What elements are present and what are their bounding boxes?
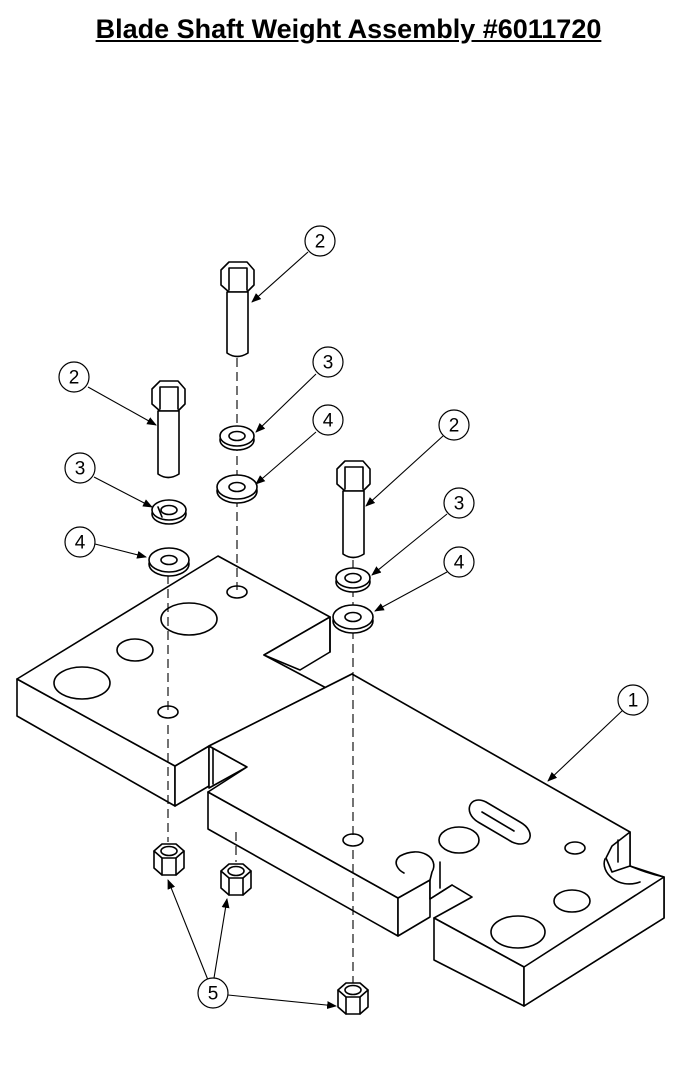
callout-flat-washer-right: 4 bbox=[443, 546, 475, 578]
nut-left bbox=[153, 843, 185, 876]
leader-lines bbox=[87, 251, 624, 1010]
callout-label: 2 bbox=[69, 368, 80, 389]
callout-label: 4 bbox=[75, 533, 86, 554]
callout-bolt-center: 2 bbox=[304, 225, 336, 257]
callout-plate: 1 bbox=[617, 684, 649, 716]
callout-label: 3 bbox=[323, 353, 334, 374]
flat-washer-right bbox=[332, 604, 374, 634]
page-title: Blade Shaft Weight Assembly #6011720 bbox=[95, 14, 602, 44]
callout-lock-washer-left: 3 bbox=[64, 452, 96, 484]
nut-right bbox=[337, 982, 369, 1015]
callout-flat-washer-center: 4 bbox=[312, 404, 344, 436]
flat-washer-left bbox=[148, 547, 190, 577]
callout-nut: 5 bbox=[197, 977, 229, 1009]
bolt-center bbox=[220, 261, 255, 358]
bolt-right bbox=[336, 460, 371, 559]
bolt-left bbox=[151, 380, 186, 479]
callout-label: 2 bbox=[315, 232, 326, 253]
lock-washer-right bbox=[335, 567, 371, 593]
callout-lock-washer-right: 3 bbox=[443, 487, 475, 519]
lock-washer-center bbox=[219, 425, 255, 451]
callout-bolt-left: 2 bbox=[58, 361, 90, 393]
callout-lock-washer-center: 3 bbox=[312, 346, 344, 378]
flat-washer-center bbox=[216, 474, 258, 504]
callout-label: 3 bbox=[75, 459, 86, 480]
lock-washer-left bbox=[151, 499, 187, 525]
callout-label: 1 bbox=[628, 691, 639, 712]
callout-label: 5 bbox=[208, 984, 219, 1005]
callout-label: 4 bbox=[454, 553, 465, 574]
callout-label: 4 bbox=[323, 411, 334, 432]
nut-center bbox=[220, 863, 252, 896]
weight-plate bbox=[16, 555, 665, 1007]
callout-flat-washer-left: 4 bbox=[64, 526, 96, 558]
callout-label: 2 bbox=[449, 416, 460, 437]
callout-bolt-right: 2 bbox=[438, 409, 470, 441]
callout-label: 3 bbox=[454, 494, 465, 515]
